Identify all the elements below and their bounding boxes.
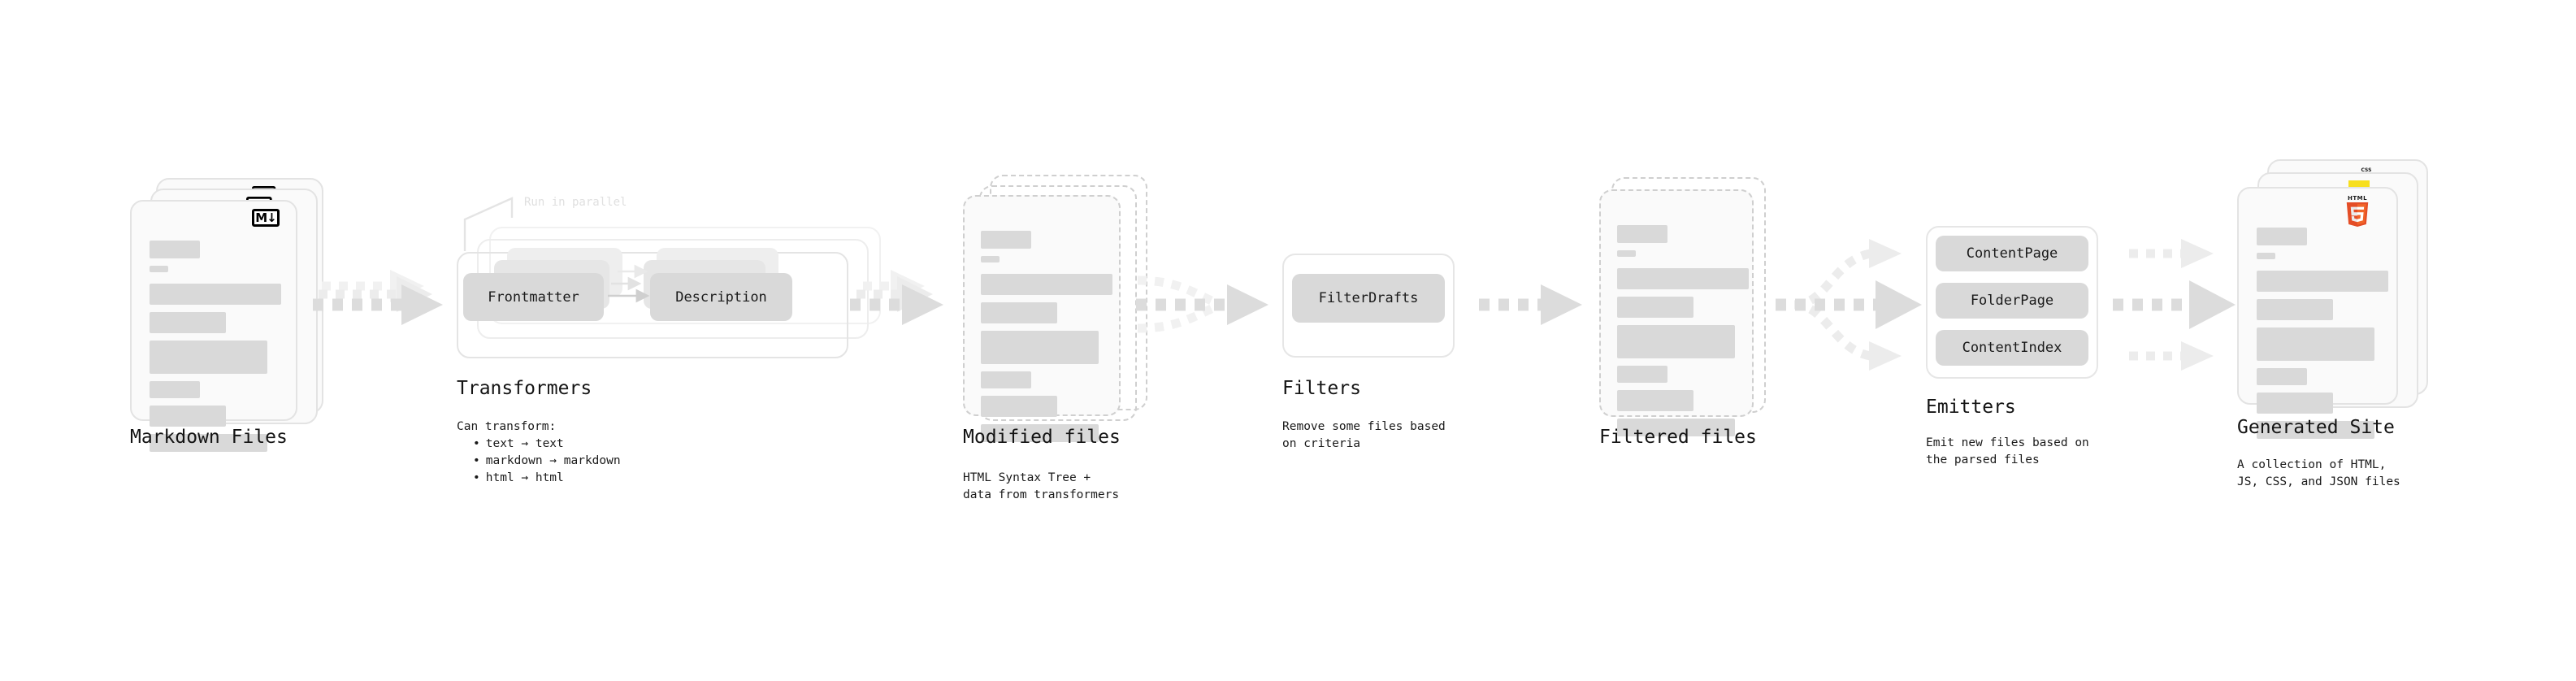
markdown-icon: M↓: [252, 209, 280, 227]
html5-icon-label: HTML: [2347, 195, 2368, 202]
modified-files-title: Modified files: [963, 427, 1121, 448]
transformer-bullet-2: html → html: [473, 470, 621, 487]
transformers-box-front: [457, 252, 848, 358]
filters-box: [1282, 254, 1455, 358]
emitter-chip-folderpage[interactable]: FolderPage: [1936, 283, 2088, 319]
generated-site-title: Generated Site: [2237, 417, 2395, 438]
transformers-bullets: text → text markdown → markdown html → h…: [460, 436, 621, 487]
connector-emitters-to-generated: [2113, 239, 2236, 371]
filters-caption: Remove some files based on criteria: [1282, 420, 1446, 450]
css3-icon-label: CSS: [2361, 167, 2372, 173]
emitter-chip-contentpage[interactable]: ContentPage: [1936, 236, 2088, 271]
generated-site-caption: A collection of HTML, JS, CSS, and JSON …: [2237, 458, 2400, 488]
transformer-bullet-1: markdown → markdown: [473, 453, 621, 470]
run-in-parallel-label: Run in parallel: [524, 196, 627, 209]
filtered-file-content: [1617, 225, 1749, 444]
modified-file-card-front: [963, 195, 1121, 442]
transformers-title: Transformers: [457, 378, 592, 399]
emitters-caption: Emit new files based on the parsed files: [1926, 436, 2089, 466]
transformers-caption-heading: Can transform:: [457, 420, 557, 433]
generated-html-card: [2237, 187, 2398, 439]
connector-markdown-to-transformers: [313, 270, 443, 325]
connector-modified-to-filters: [1136, 275, 1268, 333]
transformer-chip-frontmatter[interactable]: Frontmatter: [463, 273, 604, 321]
markdown-file-content: [150, 241, 281, 459]
filters-title: Filters: [1282, 378, 1361, 399]
modified-file-content: [981, 231, 1112, 449]
filter-chip-filterdrafts[interactable]: FilterDrafts: [1292, 274, 1445, 323]
emitter-chip-contentindex[interactable]: ContentIndex: [1936, 330, 2088, 366]
emitters-box: [1926, 226, 2098, 379]
html5-icon: HTML: [2344, 195, 2371, 228]
generated-site-content: [2257, 228, 2388, 446]
markdown-file-card-front: [130, 200, 297, 452]
connector-filters-to-filtered: [1479, 284, 1582, 325]
html5-icon-shield: [2346, 202, 2369, 227]
modified-files-caption: HTML Syntax Tree + data from transformer…: [963, 471, 1120, 501]
markdown-files-title: Markdown Files: [130, 427, 288, 448]
transformer-chip-description[interactable]: Description: [650, 273, 792, 321]
emitters-title: Emitters: [1926, 397, 2016, 418]
filtered-file-card-front: [1599, 189, 1754, 436]
filtered-files-title: Filtered files: [1599, 427, 1757, 448]
connector-filtered-to-emitters: [1776, 239, 1922, 371]
transformer-bullet-0: text → text: [473, 436, 621, 453]
